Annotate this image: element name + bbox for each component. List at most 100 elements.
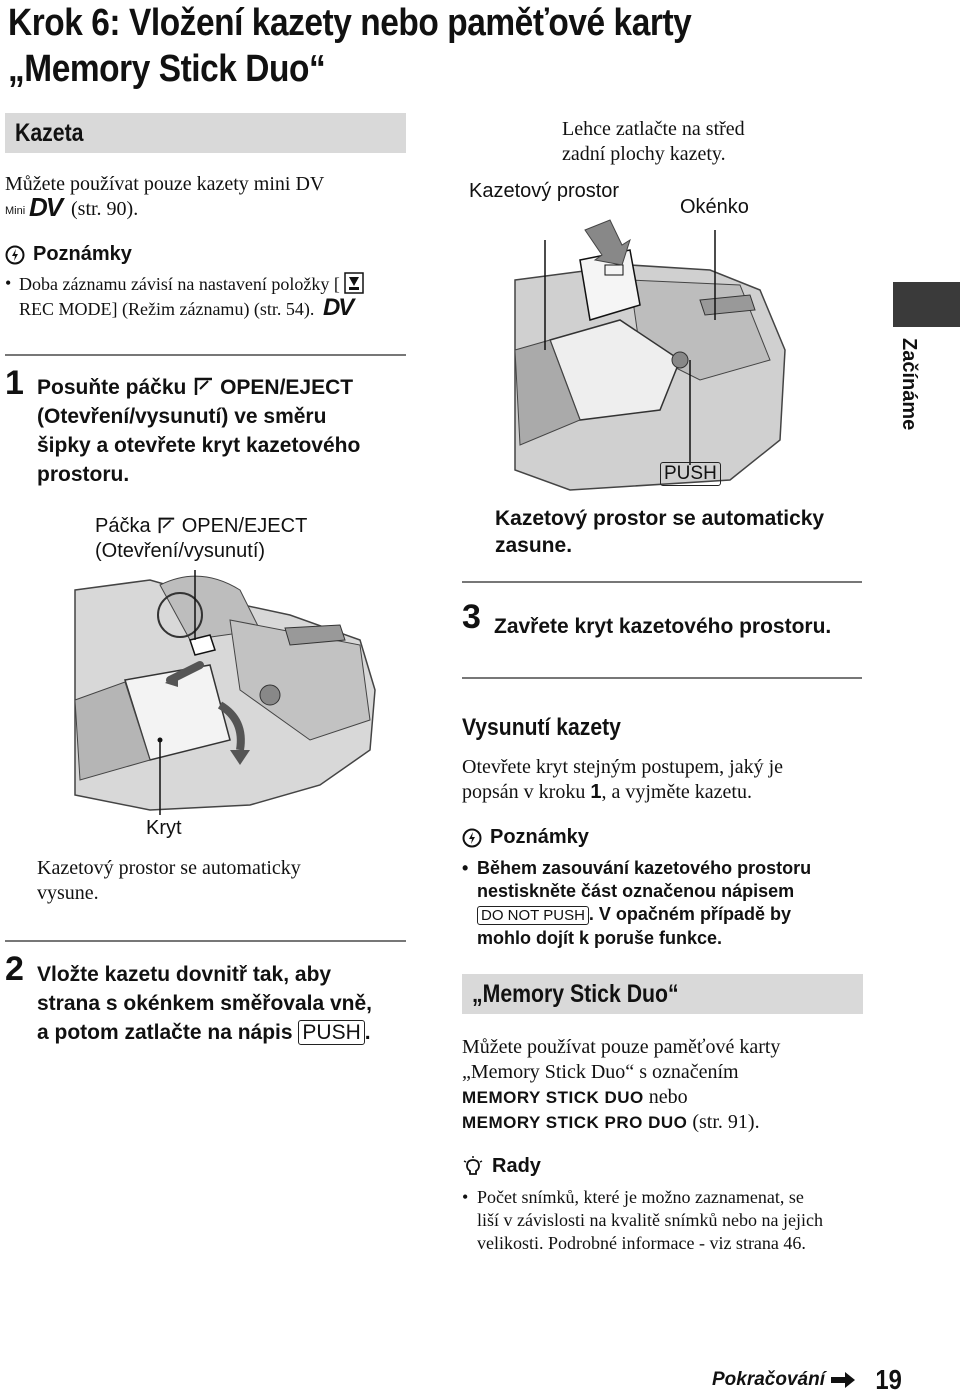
tip-line1: Počet snímků, které je možno zaznamenat,… <box>477 1187 804 1207</box>
ms-line1: Můžete používat pouze paměťové karty <box>462 1036 781 1058</box>
page-title-line1: Krok 6: Vložení kazety nebo paměťové kar… <box>8 2 692 44</box>
push-label: PUSH <box>660 462 721 486</box>
lever-icon <box>194 377 213 395</box>
page-title: Krok 6: Vložení kazety nebo paměťové kar… <box>8 0 784 92</box>
ms-tips: Rady • Počet snímků, které je možno zazn… <box>462 1155 882 1255</box>
kazeta-intro: Můžete používat pouze kazety mini DV Min… <box>5 172 405 224</box>
step-2: 2 Vložte kazetu dovnitř tak, aby strana … <box>5 950 405 1047</box>
page-number: 19 <box>875 1364 902 1395</box>
kazeta-intro-ref: (str. 90). <box>71 198 139 220</box>
mini-dv-logo: DV <box>29 192 63 222</box>
push-center-line1: Lehce zatlačte na střed <box>562 118 745 140</box>
step-2-line3b: . <box>364 1021 371 1044</box>
step-2-after: Kazetový prostor se automaticky zasune. <box>495 505 895 559</box>
tip-line3: velikosti. Podrobné informace - viz stra… <box>477 1233 806 1253</box>
kazeta-notes-heading: Poznámky <box>33 243 132 265</box>
step-1-line4: prostoru. <box>37 463 130 486</box>
tips-header: Rady <box>462 1155 882 1178</box>
step-2-line2: strana s okénkem směřovala vně, <box>37 992 373 1015</box>
kazeta-notes-header: Poznámky <box>5 243 405 266</box>
step-2-line1: Vložte kazetu dovnitř tak, aby <box>37 963 332 986</box>
side-tab <box>893 282 960 327</box>
ms-line3b: nebo <box>648 1086 688 1108</box>
memory-stick-duo-logo: MEMORY STICK DUO <box>462 1088 644 1107</box>
step-1-number: 1 <box>5 364 24 402</box>
eject-line2a: popsán v kroku <box>462 781 586 803</box>
step-3-text: Zavřete kryt kazetového prostoru. <box>494 615 832 638</box>
tip-line2: liší v závislosti na kvalitě snímků nebo… <box>477 1210 823 1230</box>
eject-step-ref: 1 <box>590 781 602 803</box>
divider-step3 <box>462 581 862 583</box>
eject-notes-header: Poznámky <box>462 826 872 849</box>
eject-body: Otevřete kryt stejným postupem, jaký je … <box>462 755 862 805</box>
compartment-label: Kazetový prostor <box>469 180 620 202</box>
do-not-push-label: DO NOT PUSH <box>477 906 589 925</box>
footer: Pokračování 19 <box>712 1364 904 1396</box>
lever-label-a: Páčka <box>95 515 151 537</box>
memory-stick-pro-duo-logo: MEMORY STICK PRO DUO <box>462 1113 688 1132</box>
kazeta-note-item: • Doba záznamu závisí na nastavení polož… <box>5 272 405 321</box>
lever-label: Páčka OPEN/EJECT (Otevření/vysunutí) <box>95 514 307 564</box>
lightbulb-icon <box>463 1155 483 1175</box>
note-icon <box>462 828 482 847</box>
divider-eject <box>462 677 862 679</box>
eject-section: Vysunutí kazety Otevřete kryt stejným po… <box>462 714 862 805</box>
eject-note-line4: mohlo dojít k poruše funkce. <box>477 928 723 948</box>
step-1-after-line2: vysune. <box>37 882 99 904</box>
mini-dv-logo-small: Mini <box>5 205 26 217</box>
eject-heading: Vysunutí kazety <box>462 714 621 741</box>
kazeta-notes: Poznámky • Doba záznamu závisí na nastav… <box>5 243 405 321</box>
continue-label: Pokračování <box>712 1369 825 1390</box>
eject-note-line1: Během zasouvání kazetového prostoru <box>477 858 812 878</box>
lever-icon <box>158 517 175 534</box>
dv-logo: DV <box>322 294 354 321</box>
eject-line2b: , a vyjměte kazetu. <box>601 781 752 803</box>
tips-heading: Rady <box>492 1155 541 1177</box>
step-1-line1a: Posuňte páčku <box>37 376 187 399</box>
eject-line1: Otevřete kryt stejným postupem, jaký je <box>462 756 784 778</box>
section-bar-memory-stick: „Memory Stick Duo“ <box>462 974 863 1014</box>
section-heading-kazeta: Kazeta <box>15 119 84 147</box>
step-2-after-line2: zasune. <box>495 534 573 557</box>
arrow-right-icon <box>831 1372 855 1388</box>
step-1-text: Posuňte páčku OPEN/EJECT (Otevření/vysun… <box>37 364 405 489</box>
rec-mode-menu-icon <box>344 272 365 294</box>
push-label-box: PUSH <box>298 1020 365 1045</box>
step-1-after-line1: Kazetový prostor se automaticky <box>37 857 301 879</box>
step-1-line2: (Otevření/vysunutí) ve směru <box>37 405 327 428</box>
side-tab-label: Začínáme <box>898 338 920 431</box>
tip-item: • Počet snímků, které je možno zaznamena… <box>462 1186 882 1255</box>
eject-notes-heading: Poznámky <box>490 826 589 848</box>
cassette-insert-illustration <box>514 219 786 491</box>
step-1-line1b: OPEN/EJECT <box>220 376 354 399</box>
divider-step1 <box>5 354 406 356</box>
eject-notes: Poznámky • Během zasouvání kazetového pr… <box>462 826 872 950</box>
lever-label-line2: (Otevření/vysunutí) <box>95 540 266 562</box>
kazeta-note-line1: Doba záznamu závisí na nastavení položky… <box>19 274 340 294</box>
step-2-text: Vložte kazetu dovnitř tak, aby strana s … <box>37 950 405 1047</box>
step-1: 1 Posuňte páčku OPEN/EJECT (Otevření/vys… <box>5 364 405 489</box>
eject-note-line2: nestiskněte část označenou nápisem <box>477 881 795 901</box>
kazeta-intro-line2: Mini DV (str. 90). <box>5 192 405 224</box>
eject-note-line3b: . V opačném případě by <box>588 904 791 924</box>
step-2-line3a: a potom zatlačte na nápis <box>37 1021 293 1044</box>
cover-label: Kryt <box>146 817 182 839</box>
section-bar-kazeta: Kazeta <box>5 113 406 153</box>
push-center-line2: zadní plochy kazety. <box>562 143 726 165</box>
step-3-number: 3 <box>462 598 481 636</box>
eject-note-item: • Během zasouvání kazetového prostoru ne… <box>462 857 872 950</box>
ms-line2: „Memory Stick Duo“ s označením <box>462 1061 739 1083</box>
divider-step2 <box>5 940 406 942</box>
kazeta-intro-line1: Můžete používat pouze kazety mini DV <box>5 173 325 195</box>
step-1-after: Kazetový prostor se automaticky vysune. <box>37 856 397 906</box>
page-title-line2: „Memory Stick Duo“ <box>8 48 326 90</box>
note-icon <box>5 245 25 264</box>
step-1-line3: šipky a otevřete kryt kazetového <box>37 434 361 457</box>
camcorder-open-cover-illustration <box>74 570 376 815</box>
side-tab-label-wrap: Začínáme <box>894 338 924 438</box>
ms-line4b: (str. 91). <box>692 1111 760 1133</box>
window-label: Okénko <box>680 196 749 218</box>
section-heading-memory-stick: „Memory Stick Duo“ <box>472 980 679 1008</box>
step-2-after-line1: Kazetový prostor se automaticky <box>495 507 825 530</box>
push-center-note: Lehce zatlačte na střed zadní plochy kaz… <box>562 117 745 167</box>
